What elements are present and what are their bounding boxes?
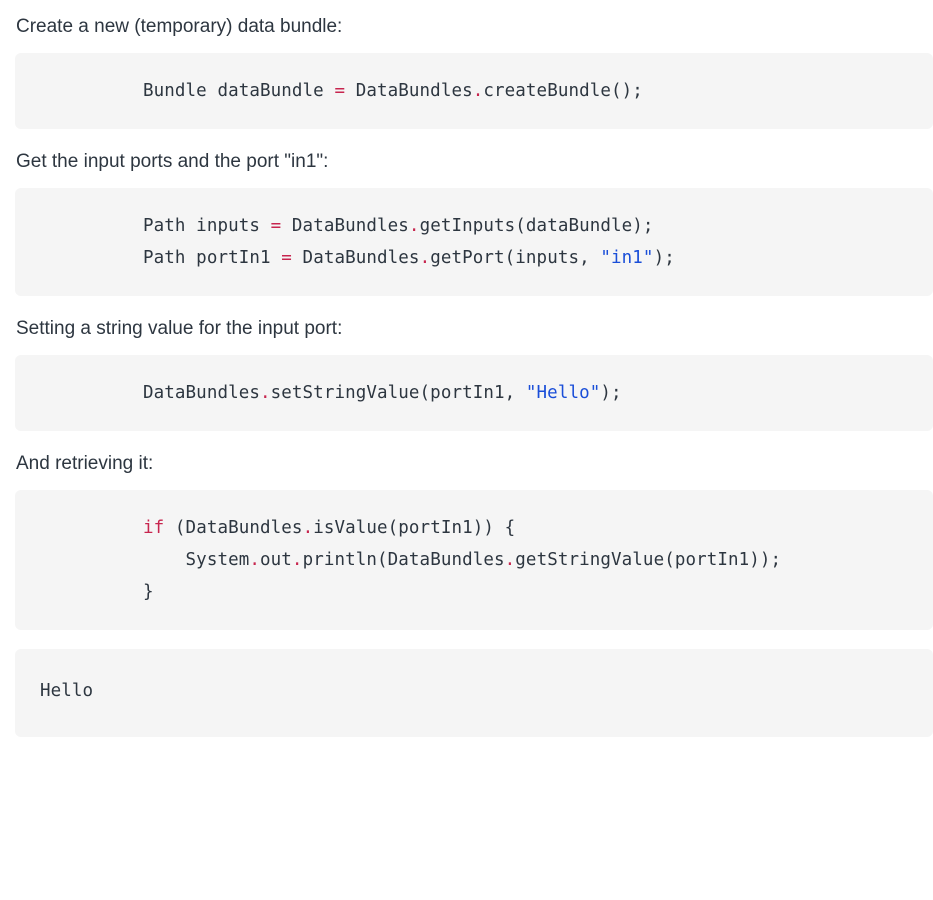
- code-line: Path inputs = DataBundles.getInputs(data…: [143, 210, 933, 242]
- code-token: Hello: [40, 681, 94, 701]
- code-token: if: [143, 518, 165, 538]
- code-token: Bundle dataBundle: [143, 81, 335, 101]
- code-token: .: [260, 383, 271, 403]
- code-token: getStringValue(portIn1));: [515, 550, 782, 570]
- code-line: System.out.println(DataBundles.getString…: [143, 544, 933, 576]
- paragraph-retrieve-value: And retrieving it:: [16, 453, 154, 474]
- code-token: (DataBundles: [164, 518, 303, 538]
- code-line: }: [143, 576, 933, 608]
- code-block-get-input-ports[interactable]: Path inputs = DataBundles.getInputs(data…: [15, 188, 933, 296]
- code-token: );: [653, 248, 675, 268]
- code-token: println(DataBundles: [302, 550, 505, 570]
- code-token: getInputs(dataBundle);: [419, 216, 654, 236]
- code-token: DataBundles: [291, 248, 420, 268]
- code-token: DataBundles: [281, 216, 409, 236]
- code-line: Path portIn1 = DataBundles.getPort(input…: [143, 242, 933, 274]
- code-token: );: [600, 383, 622, 403]
- code-token: "in1": [600, 248, 654, 268]
- code-line: DataBundles.setStringValue(portIn1, "Hel…: [143, 377, 933, 409]
- code-token: .: [291, 550, 303, 570]
- code-token: setStringValue(portIn1,: [270, 383, 526, 403]
- paragraph-get-input-ports: Get the input ports and the port "in1":: [16, 151, 329, 172]
- code-block-create-bundle[interactable]: Bundle dataBundle = DataBundles.createBu…: [15, 53, 933, 129]
- code-block-set-string-value[interactable]: DataBundles.setStringValue(portIn1, "Hel…: [15, 355, 933, 431]
- code-token: .: [249, 550, 260, 570]
- code-token: =: [281, 248, 292, 268]
- code-token: .: [408, 216, 420, 236]
- code-token: DataBundles: [143, 383, 260, 403]
- code-token: out: [260, 550, 292, 570]
- code-token: .: [472, 81, 484, 101]
- paragraph-set-string-value: Setting a string value for the input por…: [16, 318, 343, 339]
- code-line: Bundle dataBundle = DataBundles.createBu…: [143, 75, 933, 107]
- code-token: DataBundles: [345, 81, 473, 101]
- code-token: Path inputs: [143, 216, 271, 236]
- code-token: }: [143, 582, 154, 602]
- code-token: Path portIn1: [143, 248, 282, 268]
- spacer: [0, 636, 933, 649]
- code-token: "Hello": [525, 383, 601, 403]
- code-token: .: [419, 248, 431, 268]
- code-token: .: [504, 550, 516, 570]
- code-line: Hello: [40, 675, 933, 707]
- code-token: getPort(inputs,: [430, 248, 601, 268]
- paragraph-create-bundle: Create a new (temporary) data bundle:: [16, 16, 343, 37]
- documentation-page: Create a new (temporary) data bundle: Bun…: [0, 16, 933, 737]
- code-token: System: [143, 550, 250, 570]
- code-token: =: [334, 81, 346, 101]
- code-token: =: [270, 216, 282, 236]
- code-block-retrieve-value[interactable]: if (DataBundles.isValue(portIn1)) { Syst…: [15, 490, 933, 630]
- code-token: isValue(portIn1)) {: [313, 518, 516, 538]
- code-token: createBundle();: [483, 81, 643, 101]
- code-token: .: [302, 518, 314, 538]
- output-block-console-output[interactable]: Hello: [15, 649, 933, 737]
- code-line: if (DataBundles.isValue(portIn1)) {: [143, 512, 933, 544]
